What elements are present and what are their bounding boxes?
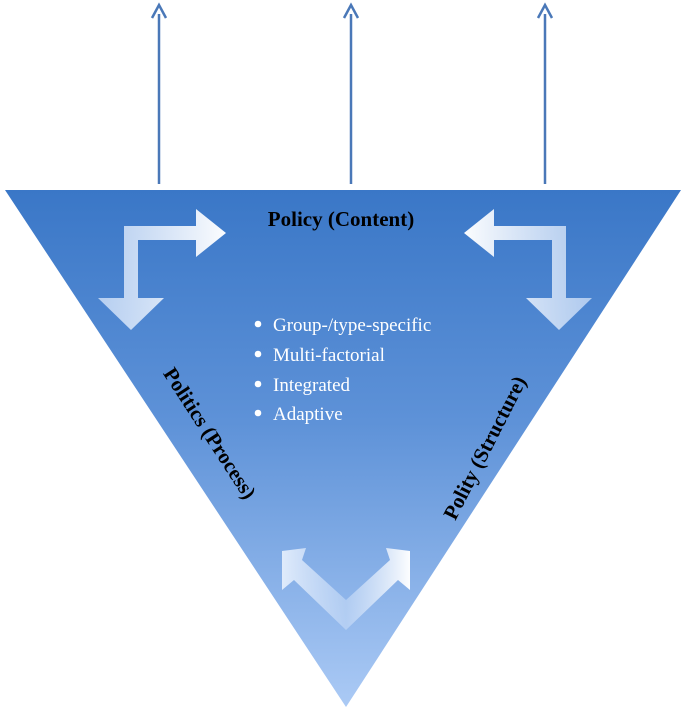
inverted-triangle [5, 190, 681, 707]
bullet-list: Group-/type-specific Multi-factorial Int… [254, 315, 431, 425]
upward-arrows [150, 2, 554, 184]
cycle-arrow-top-right [464, 209, 592, 330]
bullet-text: Multi-factorial [273, 345, 385, 366]
upward-arrow-center [342, 2, 360, 184]
cycle-arrow-bottom [282, 548, 410, 630]
policy-content-label: Policy (Content) [268, 207, 414, 231]
cycle-arrow-top-left [98, 209, 226, 330]
bullet-text: Adaptive [273, 404, 343, 425]
upward-arrow-left [150, 2, 168, 184]
bullet-text: Group-/type-specific [273, 315, 431, 336]
upward-arrow-right [536, 2, 554, 184]
bullet-item: Integrated [254, 375, 351, 396]
bullet-item: Group-/type-specific [254, 315, 431, 336]
bullet-item: Multi-factorial [254, 345, 385, 366]
bullet-text: Integrated [273, 375, 351, 396]
bullet-item: Adaptive [254, 404, 343, 425]
